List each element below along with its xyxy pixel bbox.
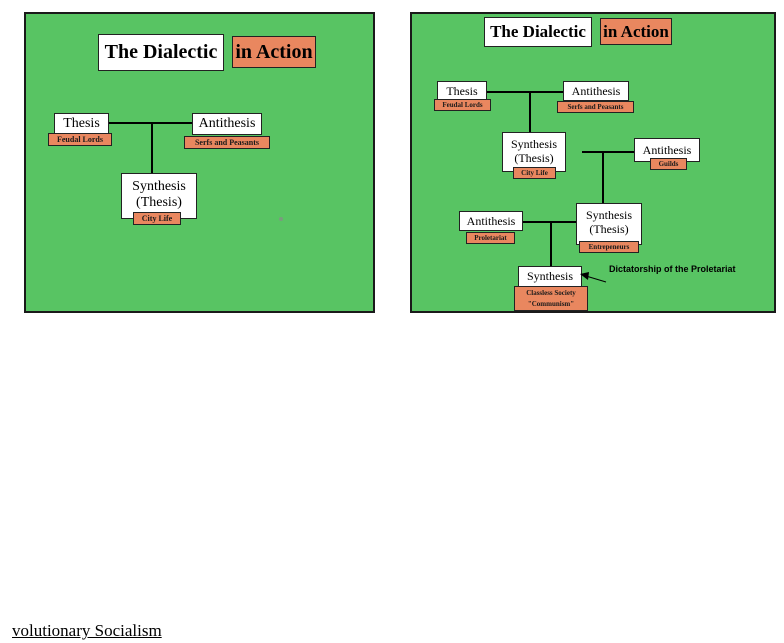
annotation-label: Dictatorship of the Proletariat — [609, 264, 736, 274]
connector-line — [529, 91, 531, 134]
synthesis-sub-label: (Thesis) — [136, 195, 182, 210]
antithesis-tag: Serfs and Peasants — [184, 136, 270, 149]
connector-line — [151, 122, 153, 174]
synthesis1-box: Synthesis (Thesis) — [502, 132, 566, 172]
antithesis3-box: Antithesis — [459, 211, 523, 231]
annotation-arrow-icon — [580, 272, 607, 283]
connector-line — [582, 151, 636, 153]
antithesis1-tag: Serfs and Peasants — [557, 101, 634, 113]
synthesis-box: Synthesis (Thesis) — [121, 173, 197, 219]
synthesis3-tag-line2: "Communism" — [527, 300, 575, 308]
synthesis-sub-label: (Thesis) — [514, 151, 554, 165]
synthesis1-tag: City Life — [513, 167, 556, 179]
synthesis-label: Synthesis — [132, 179, 186, 194]
stray-dot — [279, 217, 283, 221]
thesis-box: Thesis — [437, 81, 487, 101]
connector-line — [484, 91, 566, 93]
synthesis-label: Synthesis — [585, 208, 632, 222]
synthesis-sub-label: (Thesis) — [589, 222, 629, 236]
dialectic-slide-right: The Dialectic in Action Thesis Feudal Lo… — [410, 12, 776, 313]
thesis-tag: Feudal Lords — [48, 133, 112, 146]
antithesis3-tag: Proletariat — [466, 232, 515, 244]
thesis-tag: Feudal Lords — [434, 99, 491, 111]
synthesis3-tag: Classless Society "Communism" — [514, 286, 588, 311]
synthesis2-box: Synthesis (Thesis) — [576, 203, 642, 245]
slide-title-tag: in Action — [600, 18, 672, 45]
connector-line — [550, 221, 552, 268]
synthesis-label: Synthesis — [510, 137, 557, 151]
synthesis3-tag-line1: Classless Society — [526, 289, 576, 297]
synthesis-tag: City Life — [133, 212, 181, 225]
thesis-box: Thesis — [54, 113, 109, 135]
synthesis3-box: Synthesis — [518, 266, 582, 287]
synthesis2-tag: Entrepeneurs — [579, 241, 639, 253]
connector-line — [602, 151, 604, 203]
connector-line — [520, 221, 578, 223]
antithesis-box: Antithesis — [192, 113, 262, 135]
slide-title-tag: in Action — [232, 36, 316, 68]
antithesis1-box: Antithesis — [563, 81, 629, 101]
slide-title: The Dialectic — [484, 17, 592, 47]
slide-title: The Dialectic — [98, 34, 224, 71]
dialectic-slide-left: The Dialectic in Action Thesis Feudal Lo… — [24, 12, 375, 313]
antithesis2-tag: Guilds — [650, 158, 687, 170]
footer-heading-fragment: volutionary Socialism — [12, 621, 162, 640]
